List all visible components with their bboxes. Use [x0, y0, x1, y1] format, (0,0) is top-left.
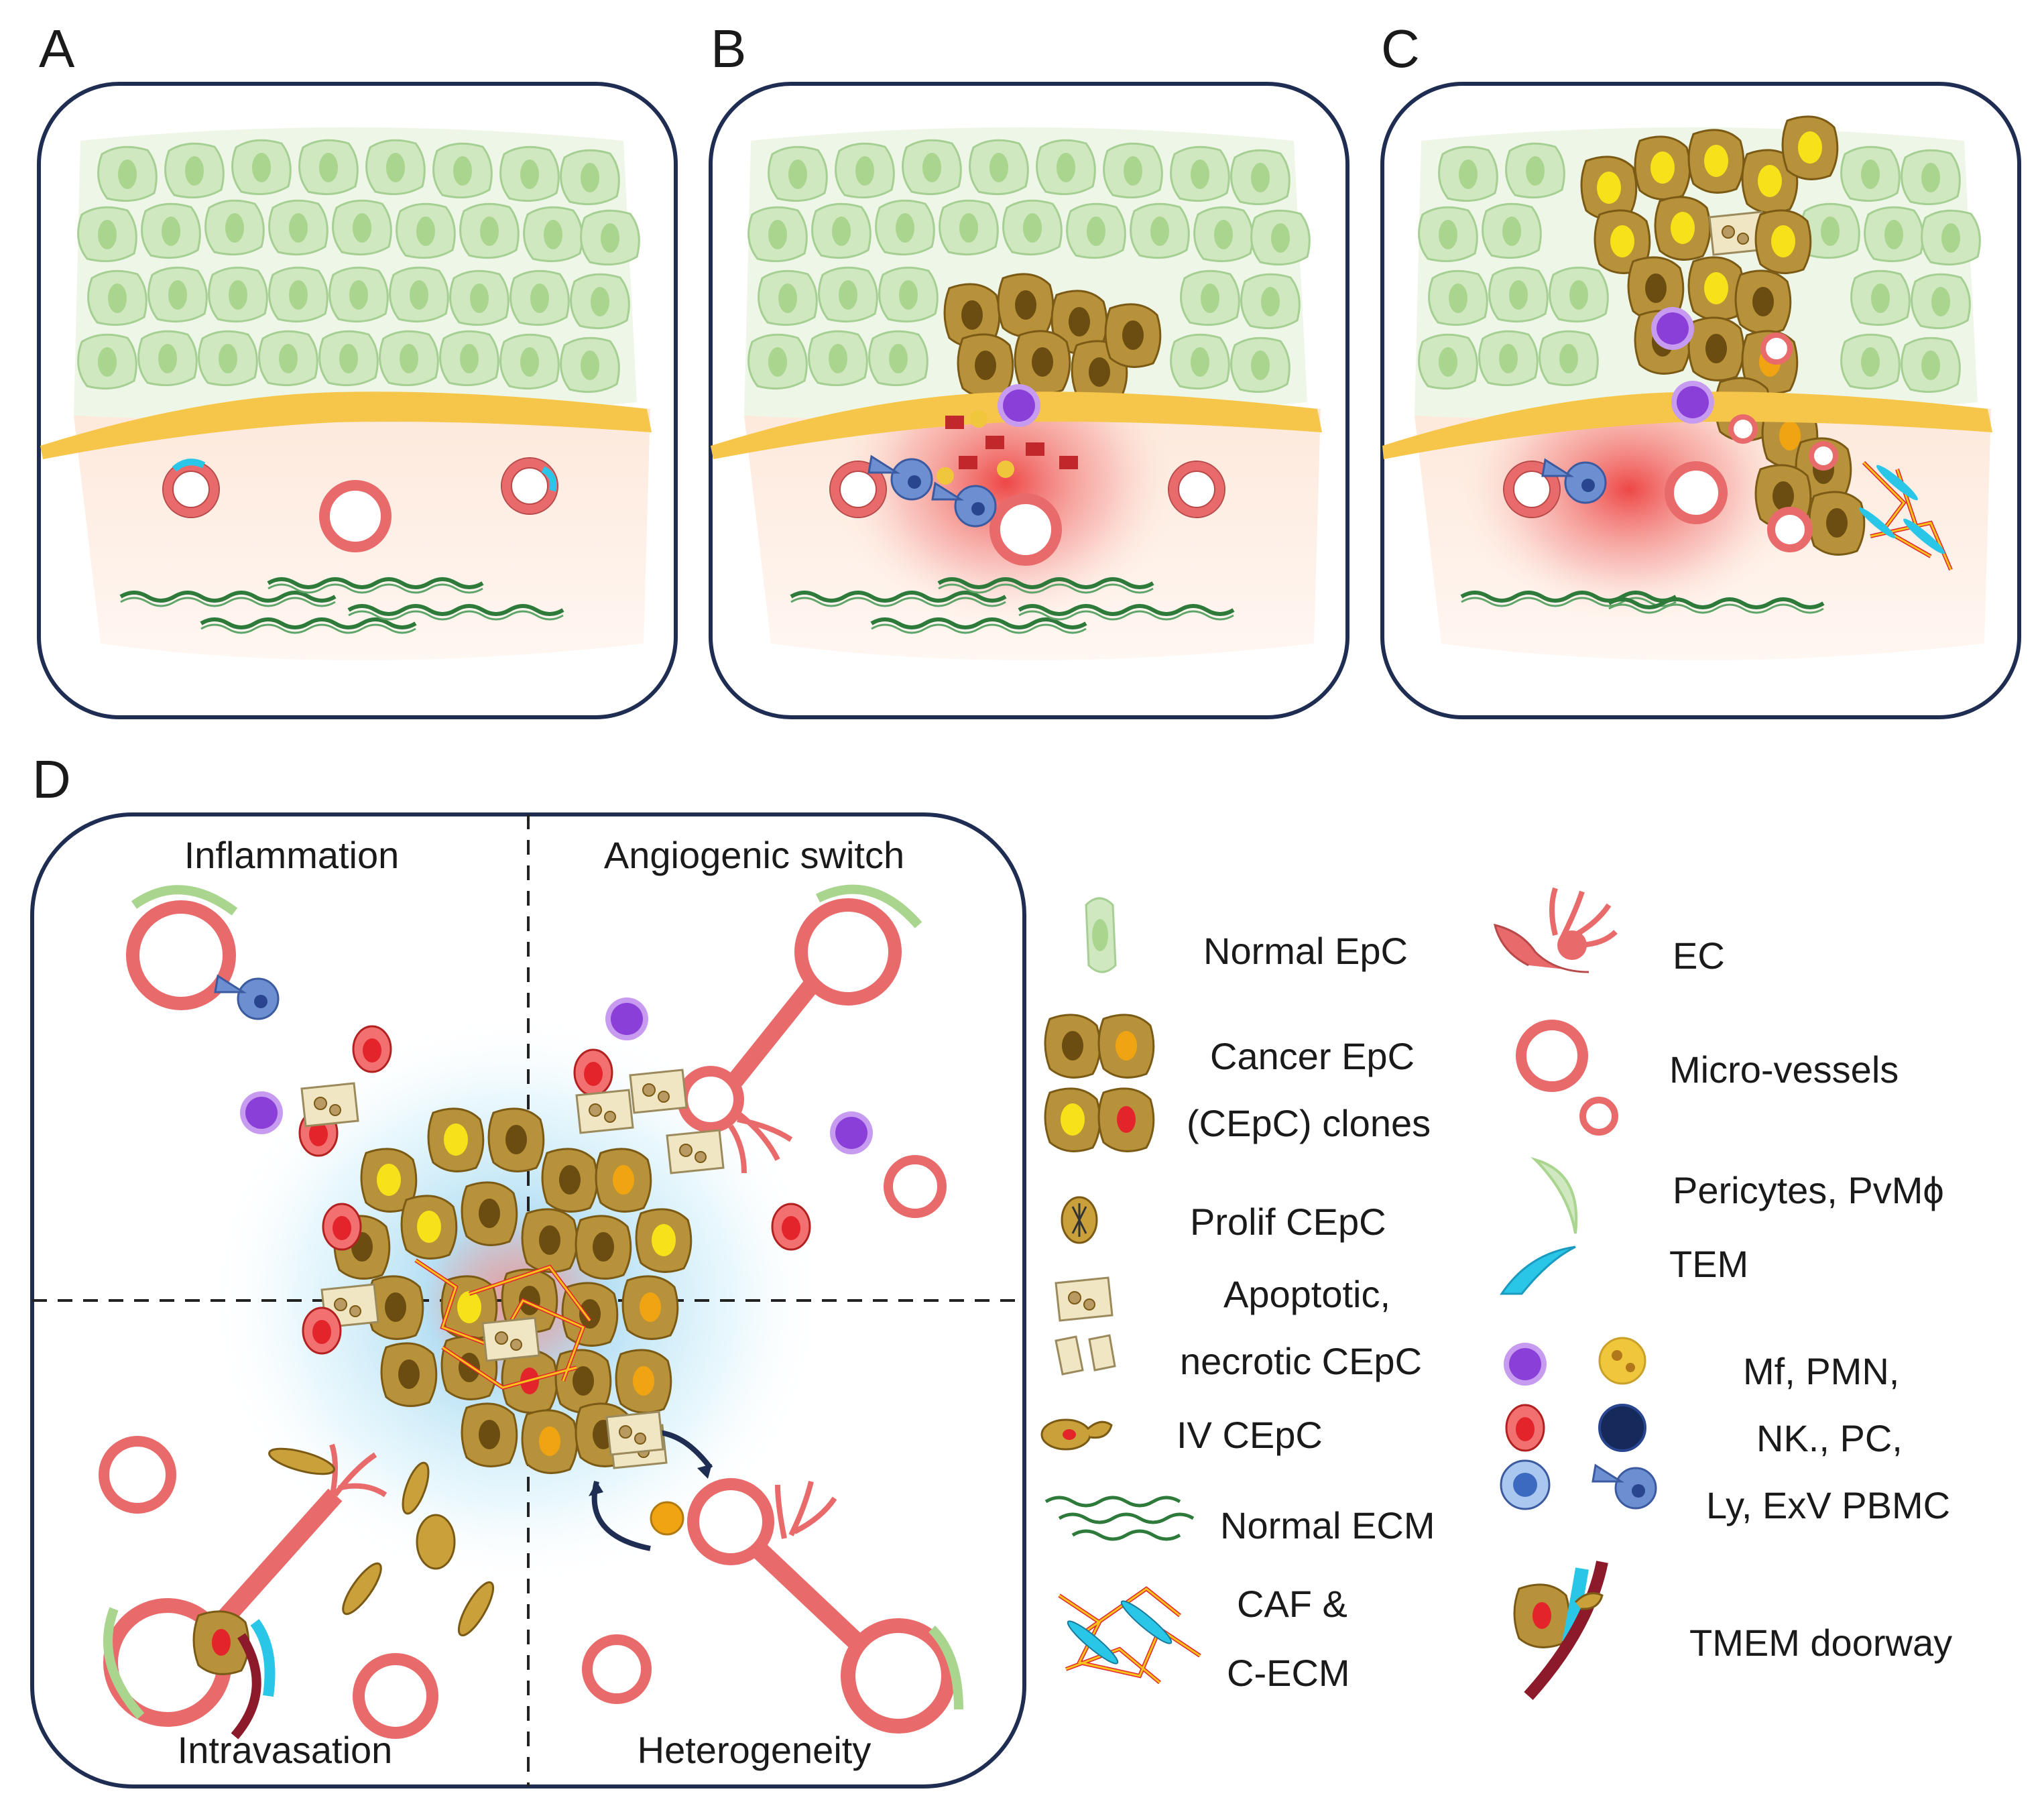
legend-cancer-epc-icon [1044, 1014, 1155, 1152]
quadrant-title-angiogenic-switch: Angiogenic switch [604, 834, 904, 876]
legend-caf-label-line1: CAF & [1237, 1583, 1347, 1625]
panel-a [37, 82, 678, 719]
legend-prolif-cepc-icon [1061, 1196, 1098, 1244]
legend-tem-icon [1500, 1246, 1576, 1295]
panel-c-vessels [1504, 332, 1838, 552]
panel-a-vessel-1 [163, 461, 219, 518]
panel-d: Inflammation Angiogenic switch Intravasa… [30, 812, 1026, 1788]
legend-pericytes-label: Pericytes, PvMϕ [1673, 1169, 1944, 1211]
panel-b [709, 82, 1349, 719]
legend-ec-icon [1493, 887, 1618, 973]
legend: Normal EpC Cancer EpC (CEpC) clones Prol… [1040, 887, 1952, 1701]
legend-microvessels-icon [1516, 1020, 1618, 1136]
quadrant-title-intravasation: Intravasation [178, 1729, 393, 1771]
legend-immune-label-line2: NK., PC, [1756, 1417, 1903, 1459]
legend-immune-label-line1: Mf, PMN, [1743, 1350, 1899, 1392]
panel-a-vessel-3 [501, 458, 558, 514]
panel-label-a: A [39, 19, 75, 78]
legend-ec-label: EC [1673, 934, 1725, 977]
legend-caf-label-line2: C-ECM [1227, 1652, 1350, 1694]
panel-a-epithelium [74, 127, 640, 420]
legend-normal-epc-icon [1085, 897, 1117, 973]
panel-b-immune-infiltrate [937, 410, 1078, 485]
legend-apoptotic-label-line1: Apoptotic, [1223, 1273, 1390, 1315]
panel-c-basement-membrane [1382, 391, 1992, 459]
legend-prolif-cepc-label: Prolif CEpC [1190, 1201, 1386, 1243]
legend-iv-cepc-icon [1040, 1418, 1113, 1451]
panel-a-vessel-2-lumen [319, 480, 392, 552]
legend-iv-cepc-label: IV CEpC [1177, 1414, 1323, 1456]
legend-caf-icon [1058, 1586, 1201, 1685]
panel-b-vessel-2 [989, 493, 1062, 566]
panel-b-vessel-3 [1168, 461, 1225, 518]
panel-a-tem-2 [541, 466, 557, 492]
panel-label-b: B [711, 19, 746, 78]
panel-d-intravasation-elements [99, 1436, 495, 1740]
panel-c-caf-network [1858, 461, 1953, 571]
legend-cancer-epc-label-line1: Cancer EpC [1210, 1035, 1415, 1077]
panel-c-macrophage-2 [1671, 381, 1714, 424]
panel-d-central-tumor [320, 1107, 693, 1474]
legend-normal-ecm-label: Normal ECM [1220, 1504, 1435, 1546]
quadrant-title-inflammation: Inflammation [184, 834, 400, 876]
legend-tem-label: TEM [1669, 1243, 1748, 1285]
panel-d-angiogenic-elements [573, 884, 947, 1251]
panel-b-basement-membrane [711, 391, 1322, 459]
panel-a-basement-membrane [40, 391, 652, 459]
panel-b-macrophage [998, 384, 1040, 427]
legend-tmem-icon [1513, 1561, 1608, 1701]
panel-d-inflammation-elements [126, 885, 392, 1355]
legend-apoptotic-label-line2: necrotic CEpC [1180, 1340, 1422, 1382]
panel-c [1380, 82, 2021, 719]
panel-d-heterogeneity-elements [582, 1410, 963, 1734]
legend-normal-epc-label: Normal EpC [1203, 930, 1408, 972]
panel-label-d: D [32, 749, 71, 809]
panel-a-tem-1 [172, 459, 206, 472]
legend-immune-label-line3: Ly, ExV PBMC [1706, 1484, 1950, 1526]
legend-immune-icons [1500, 1337, 1657, 1510]
legend-cancer-epc-label-line2: (CEpC) clones [1187, 1102, 1431, 1144]
legend-apoptotic-cepc-icon [1055, 1276, 1116, 1376]
panel-c-macrophage-1 [1651, 307, 1694, 350]
panel-label-c: C [1381, 19, 1420, 78]
legend-normal-ecm-icon [1044, 1496, 1195, 1541]
legend-tmem-label: TMEM doorway [1689, 1622, 1952, 1664]
legend-pericytes-icon [1530, 1156, 1578, 1234]
quadrant-title-heterogeneity: Heterogeneity [638, 1729, 872, 1771]
legend-microvessels-label: Micro-vessels [1669, 1048, 1899, 1091]
